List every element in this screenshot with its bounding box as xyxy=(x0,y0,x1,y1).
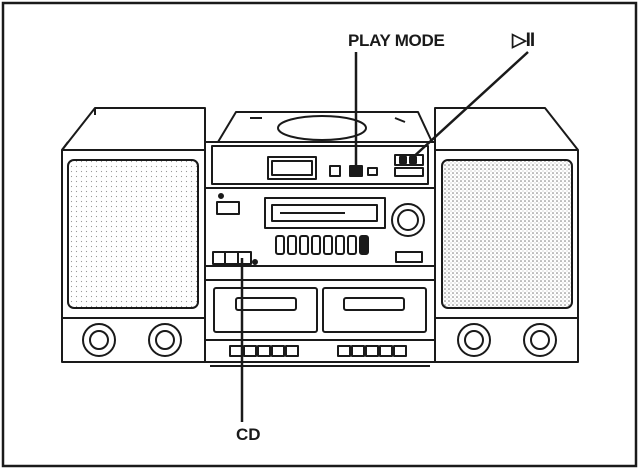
right-speaker-knob-2 xyxy=(523,323,557,357)
cd-display xyxy=(267,156,317,180)
left-speaker-grille xyxy=(67,159,199,309)
cd-lid xyxy=(277,115,367,141)
left-speaker-knob-1 xyxy=(82,323,116,357)
right-speaker-grille xyxy=(441,159,573,309)
play-pause-leader xyxy=(409,51,529,161)
right-speaker-knob-1 xyxy=(457,323,491,357)
cd-label: CD xyxy=(236,425,261,444)
deck-a-buttons xyxy=(229,345,299,357)
main-unit xyxy=(204,111,436,367)
cd-small-button xyxy=(329,165,341,177)
play-pause-icon: ▷II xyxy=(512,30,535,51)
deck-b-buttons xyxy=(337,345,407,357)
left-speaker xyxy=(61,107,206,363)
right-speaker xyxy=(434,107,579,363)
left-speaker-knob-2 xyxy=(148,323,182,357)
cd-function-button xyxy=(212,251,252,265)
volume-knob xyxy=(391,203,425,237)
play-mode-label: PLAY MODE xyxy=(348,31,445,50)
preset-buttons xyxy=(275,235,369,255)
standby-button xyxy=(216,201,240,215)
